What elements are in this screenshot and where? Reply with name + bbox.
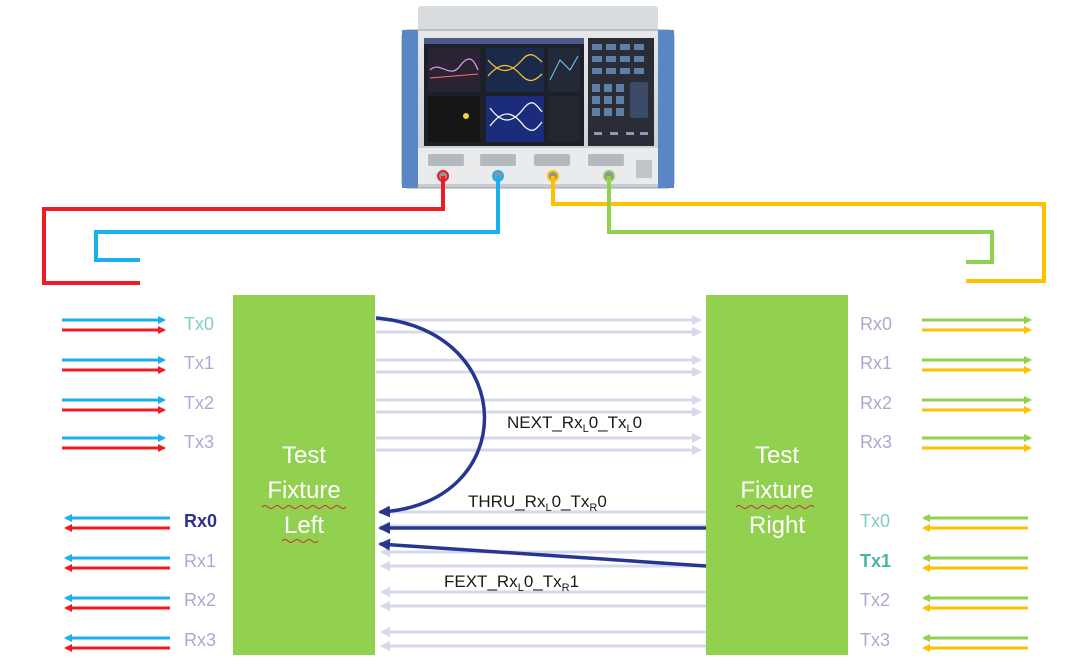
left-rx-labels: Rx0 Rx1 Rx2 Rx3 (184, 511, 217, 650)
next-path (375, 316, 487, 518)
right-rx-label: Rx0 (860, 314, 892, 334)
left-tx-label: Tx0 (184, 314, 214, 334)
background-trace-lines (376, 315, 706, 651)
analyzer-top-cover (418, 6, 658, 36)
fext-path (378, 538, 707, 568)
fixture-right-line3: Right (749, 512, 805, 539)
thru-label: THRU_RxL0_TxR0 (468, 492, 607, 514)
fixture-left-line3: Left (284, 512, 324, 539)
right-tx-label: Tx2 (860, 590, 890, 610)
fixture-left-line2: Fixture (267, 477, 340, 504)
next-label: NEXT_RxL0_TxL0 (507, 413, 642, 435)
right-tx-label: Tx3 (860, 630, 890, 650)
fext-label: FEXT_RxL0_TxR1 (444, 572, 579, 594)
left-tx-label: Tx1 (184, 353, 214, 373)
right-tx-label: Tx1 (860, 551, 891, 571)
left-tx-label: Tx3 (184, 432, 214, 452)
right-rx-labels: Rx0 Rx1 Rx2 Rx3 (860, 314, 892, 452)
analyzer-side-handle-right (658, 30, 674, 188)
right-rx-label: Rx2 (860, 393, 892, 413)
right-rx-label: Rx3 (860, 432, 892, 452)
right-tx-label: Tx0 (860, 511, 890, 531)
right-rx-label: Rx1 (860, 353, 892, 373)
right-tx-labels: Tx0 Tx1 Tx2 Tx3 (860, 511, 891, 650)
fixture-right: Test Fixture Right (706, 295, 848, 655)
network-analyzer (401, 6, 675, 189)
left-tx-label: Tx2 (184, 393, 214, 413)
fixture-right-line2: Fixture (740, 477, 813, 504)
red-cable (42, 176, 445, 285)
left-rx-label: Rx2 (184, 590, 216, 610)
spell-check-squiggle (735, 505, 815, 509)
analyzer-side-handle-left (402, 30, 418, 188)
left-rx-label: Rx0 (184, 511, 217, 531)
left-rx-label: Rx3 (184, 630, 216, 650)
yellow-cable (551, 176, 1046, 283)
fixture-right-body (706, 295, 848, 655)
green-cable (607, 176, 994, 264)
left-rx-label: Rx1 (184, 551, 216, 571)
spell-check-squiggle (281, 539, 319, 543)
left-tx-labels: Tx0 Tx1 Tx2 Tx3 (184, 314, 214, 452)
port-cables (42, 176, 1046, 285)
fixture-left-line1: Test (282, 442, 326, 469)
blue-cable (94, 176, 500, 262)
lane-arrows (62, 316, 1032, 652)
highlighted-paths (375, 316, 707, 568)
fixture-left-body (233, 295, 375, 655)
fixture-left: Test Fixture Left (233, 295, 375, 655)
fixture-right-line1: Test (755, 442, 799, 469)
spell-check-squiggle (261, 505, 347, 509)
